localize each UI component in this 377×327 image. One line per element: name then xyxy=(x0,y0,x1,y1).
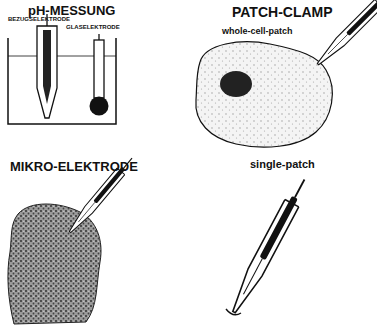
single-patch-figure xyxy=(226,176,311,316)
ph-setup xyxy=(8,14,116,124)
micro-electrode-figure xyxy=(8,155,136,324)
panel-subtitle: single-patch xyxy=(250,158,315,170)
panel-title: PATCH-CLAMP xyxy=(232,5,333,20)
part-label: GLASELEKTRODE xyxy=(66,24,120,31)
part-label: BEZUGSELEKTRODE xyxy=(8,16,70,23)
panel-title: MIKRO-ELEKTRODE xyxy=(10,160,138,174)
panel-subtitle: whole-cell-patch xyxy=(222,27,293,37)
whole-cell-figure xyxy=(196,0,377,147)
